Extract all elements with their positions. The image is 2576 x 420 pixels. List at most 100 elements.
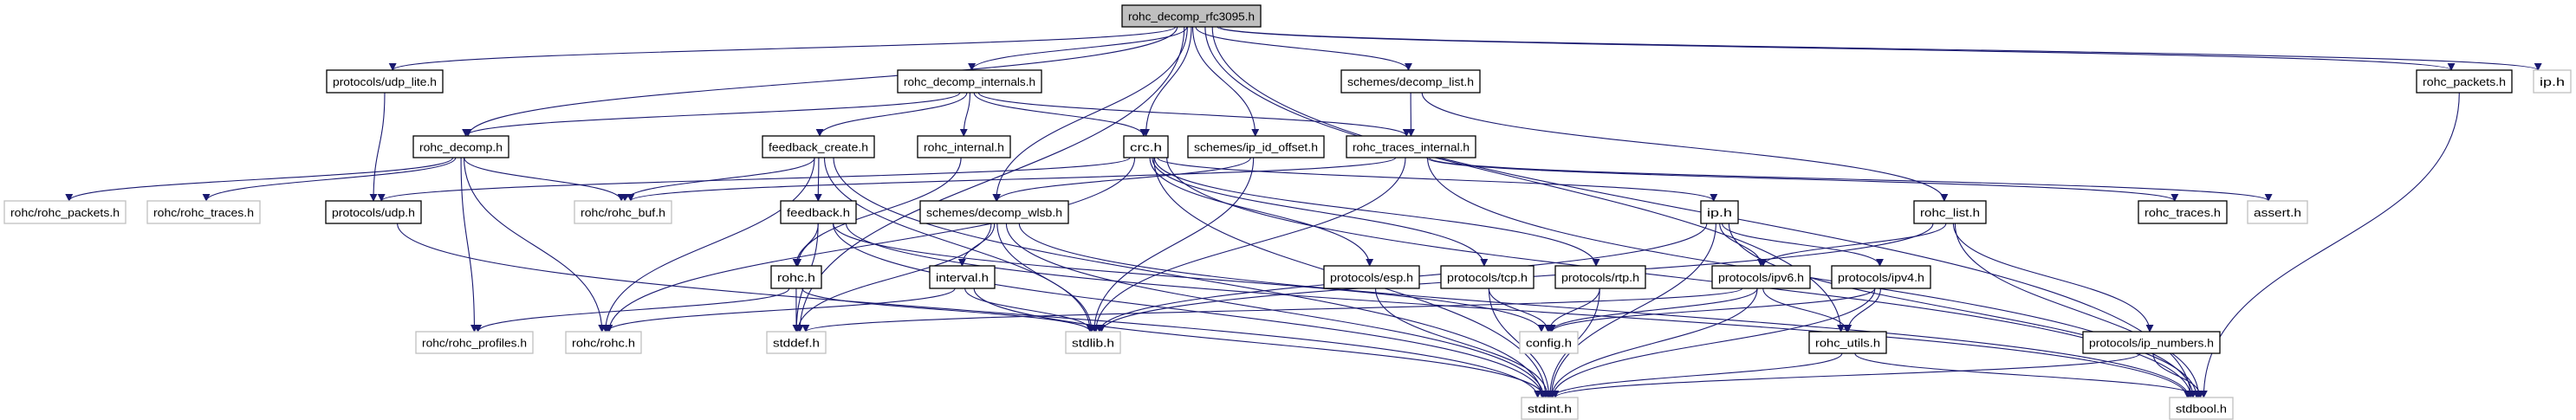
node-stddef: stddef.h <box>766 331 827 354</box>
edge-rohc_decomp-to-r_packets <box>65 157 454 202</box>
edge-rohc_decomp-to-r_traces <box>202 157 457 202</box>
node-box <box>3 200 127 224</box>
node-box <box>1554 265 1646 289</box>
edge-crc-to-rtp <box>1153 157 1600 267</box>
edge-esp-to-stdint <box>1375 288 1552 398</box>
edge-internals-to-feedback_create <box>815 92 968 137</box>
node-label: interval.h <box>936 271 989 284</box>
node-udp-lite[interactable]: protocols/udp_lite.h <box>326 69 444 94</box>
node-label: rohc/rohc_packets.h <box>10 206 120 219</box>
edge-tcp-to-stdint <box>1488 288 1554 398</box>
node-stdint: stdint.h <box>1521 397 1579 420</box>
node-rohc-list[interactable]: rohc_list.h <box>1913 200 1987 224</box>
node-label: stddef.h <box>773 337 820 350</box>
node-box <box>2247 200 2308 224</box>
node-box <box>1346 135 1476 158</box>
node-box <box>1700 200 1739 224</box>
node-udp[interactable]: protocols/udp.h <box>325 200 422 224</box>
node-box <box>1123 135 1169 158</box>
node-decomp-list[interactable]: schemes/decomp_list.h <box>1340 69 1481 94</box>
node-label: rohc_list.h <box>1920 206 1980 219</box>
node-box <box>146 200 261 224</box>
node-box <box>929 265 996 289</box>
node-label: protocols/udp.h <box>332 206 415 219</box>
edge-ip_numbers-to-stdbool <box>2152 352 2204 398</box>
node-ipv4[interactable]: protocols/ipv4.h <box>1831 265 1931 289</box>
edge-ip_numbers-to-stdint <box>1551 352 2141 398</box>
edge-feedback_create-to-stdlib <box>823 157 1094 333</box>
edge-internals-to-traces_internal <box>977 92 1411 137</box>
node-feedback-create[interactable]: feedback_create.h <box>762 135 875 158</box>
node-label: rohc/rohc_buf.h <box>581 206 665 219</box>
node-traces-internal[interactable]: rohc_traces_internal.h <box>1346 135 1476 158</box>
node-ip-id-offset[interactable]: schemes/ip_id_offset.h <box>1187 135 1325 158</box>
node-box <box>766 331 827 354</box>
node-label: stdint.h <box>1528 403 1572 416</box>
edge-internals-to-rohc_decomp <box>462 92 961 137</box>
edge-feedback-to-config <box>833 223 1546 333</box>
node-feedback[interactable]: feedback.h <box>780 200 857 224</box>
edge-feedback_create-to-r_buf <box>620 157 815 202</box>
node-label: config.h <box>1526 337 1572 350</box>
node-tcp[interactable]: protocols/tcp.h <box>1440 265 1535 289</box>
node-interval[interactable]: interval.h <box>929 265 996 289</box>
node-rohc-decomp[interactable]: rohc_decomp.h <box>412 135 509 158</box>
node-rohc-packets[interactable]: rohc_packets.h <box>2416 69 2513 94</box>
edge-ipv4-to-rohc_utils <box>1844 288 1882 333</box>
edge-interval-to-stdint <box>973 288 1548 398</box>
node-ipv6[interactable]: protocols/ipv6.h <box>1711 265 1811 289</box>
node-box <box>574 200 672 224</box>
edge-crc-to-ip <box>1157 157 1718 202</box>
node-internals[interactable]: rohc_decomp_internals.h <box>897 69 1042 94</box>
edge-crc-to-tcp <box>1152 157 1489 267</box>
node-config: config.h <box>1519 331 1579 354</box>
node-label: rohc_decomp.h <box>419 141 503 154</box>
edge-udp_lite-to-udp <box>369 92 386 202</box>
edge-rfc3095-to-crc <box>1141 26 1192 137</box>
node-box <box>2533 69 2572 94</box>
node-box <box>325 200 422 224</box>
node-esp[interactable]: protocols/esp.h <box>1323 265 1420 289</box>
edge-rfc3095-to-rohc_packets <box>1217 26 2456 71</box>
node-label: rohc/rohc_traces.h <box>153 206 254 219</box>
edge-traces_internal-to-r_buf <box>626 157 1397 202</box>
node-wlsb[interactable]: schemes/decomp_wlsb.h <box>919 200 1069 224</box>
node-box <box>2416 69 2513 94</box>
node-box <box>1121 4 1262 28</box>
node-ip-sys: ip.h <box>2533 69 2572 94</box>
node-r-traces: rohc/rohc_traces.h <box>146 200 261 224</box>
node-r-packets: rohc/rohc_packets.h <box>3 200 127 224</box>
edge-rfc3095-to-ip_id_offset <box>1191 26 1260 137</box>
node-label: protocols/ipv4.h <box>1838 271 1924 284</box>
node-box <box>762 135 875 158</box>
node-ip-numbers[interactable]: protocols/ip_numbers.h <box>2082 331 2221 354</box>
node-label: protocols/ip_numbers.h <box>2089 337 2214 350</box>
node-label: rohc_traces.h <box>2145 206 2221 219</box>
node-box <box>1831 265 1931 289</box>
node-box <box>1440 265 1535 289</box>
node-label: rohc_traces_internal.h <box>1353 141 1470 154</box>
node-rohc-internal[interactable]: rohc_internal.h <box>917 135 1011 158</box>
node-crc[interactable]: crc.h <box>1123 135 1169 158</box>
node-rohc-traces[interactable]: rohc_traces.h <box>2138 200 2228 224</box>
edge-wlsb-to-stdbool <box>1018 223 2193 398</box>
edge-rfc3095-to-internals <box>968 26 1188 71</box>
node-rohc-utils[interactable]: rohc_utils.h <box>1808 331 1887 354</box>
node-rohc[interactable]: rohc.h <box>770 265 822 289</box>
node-rtp[interactable]: protocols/rtp.h <box>1554 265 1646 289</box>
edge-rohc_utils-to-stdint <box>1548 352 1843 398</box>
edge-traces_internal-to-stdlib <box>1092 157 1406 333</box>
edge-rfc3095-to-udp_lite <box>388 26 1177 71</box>
node-box <box>780 200 857 224</box>
node-ip[interactable]: ip.h <box>1700 200 1739 224</box>
node-label: rohc_decomp_internals.h <box>904 75 1035 88</box>
edge-rohc_decomp-to-r_rohc <box>463 157 607 333</box>
node-label: stdbool.h <box>2176 403 2227 416</box>
node-label: schemes/decomp_list.h <box>1347 75 1474 88</box>
edge-rohc_decomp-to-profiles <box>460 157 478 333</box>
edge-crc-to-stdbool <box>1166 157 2195 398</box>
node-label: rohc/rohc_profiles.h <box>422 337 527 350</box>
edge-rohc_decomp-to-r_buf <box>464 157 626 202</box>
node-box <box>1913 200 1987 224</box>
